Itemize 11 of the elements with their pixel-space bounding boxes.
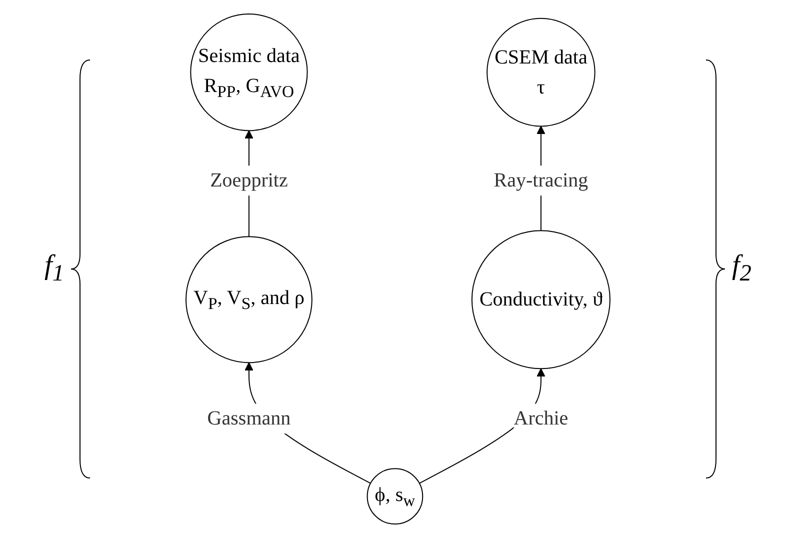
function-label: f$_{2}$ bbox=[732, 250, 752, 288]
node-circle: Seismic data R$_{PP}$, G$_{AVO}$ bbox=[190, 13, 308, 132]
edge-label: Gassmann bbox=[207, 408, 291, 430]
node-circle: CSEM data τ bbox=[486, 18, 596, 127]
edge-label: Ray-tracing bbox=[494, 170, 588, 192]
edge-label: Archie bbox=[514, 408, 568, 430]
node-circle: V$_{P}$, V$_{S}$, and ρ bbox=[186, 236, 312, 364]
node-circle: Conductivity, ϑ bbox=[471, 230, 610, 370]
function-label: f$_{1}$ bbox=[44, 250, 64, 288]
edge-label: Zoeppritz bbox=[210, 170, 288, 192]
node-circle: ϕ, s$_{w}$ bbox=[366, 468, 424, 525]
